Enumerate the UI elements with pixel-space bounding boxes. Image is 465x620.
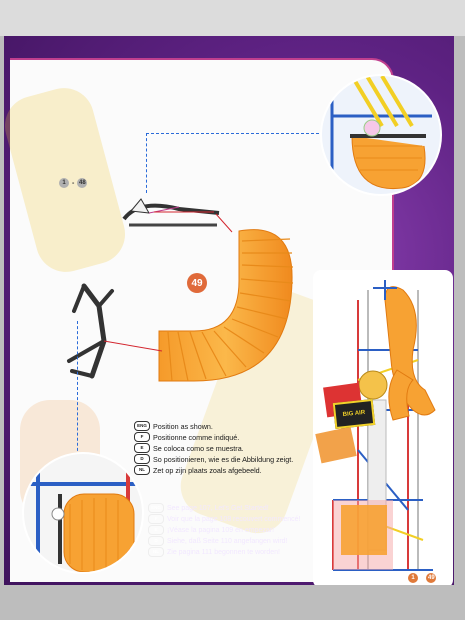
assembly-guide-lines [103, 211, 233, 352]
part-range-separator: - [72, 179, 75, 187]
clamp-bracket-illustration [122, 198, 220, 227]
scan-top-margin [0, 0, 465, 36]
see-page-line-nl: NL Zie pagina 111 begonnen te worden! [148, 547, 280, 557]
zoom-detail-top [320, 74, 442, 196]
instruction-line-nl: NL Zet op zijn plaats zoals afgebeeld. [134, 465, 262, 475]
clip-connector-illustration [67, 283, 114, 379]
step-number: 49 [187, 273, 207, 293]
blue-guide-line [77, 321, 78, 461]
model-range-end: 49 [426, 573, 437, 583]
flexible-tube-illustration [158, 229, 294, 382]
part-range-start: 1 [59, 178, 69, 188]
see-page-line-f: F Voir que la page 108 recouvert commenc… [148, 514, 300, 524]
see-page-line-eng: ENG See page 107, Let's Get Started! [148, 503, 269, 513]
model-range-badge: 1 - 49 [408, 573, 437, 583]
scan-bottom-margin [0, 585, 465, 620]
model-range-start: 1 [408, 573, 418, 583]
instruction-line-eng: ENG Position as shown. [134, 421, 213, 431]
zoom-detail-bottom [22, 452, 144, 574]
manual-page: 1 - 48 49 [4, 36, 454, 585]
big-air-logo: BIG AIR [332, 398, 376, 430]
instruction-line-d: D So positionieren, wie es die Abbildung… [134, 454, 293, 464]
completed-model-panel [313, 270, 453, 585]
part-range-end: 48 [77, 178, 88, 188]
model-range-separator: - [421, 574, 424, 582]
instruction-line-e: E Se coloca como se muestra. [134, 443, 244, 453]
see-page-line-d: D Siehe, daß Seite 110 angefangen wird! [148, 536, 288, 546]
blue-guide-line [146, 133, 147, 193]
part-range-badge: 1 - 48 [59, 178, 88, 188]
see-page-line-e: E ¡Véase la pagina 109 en empezar! [148, 525, 274, 535]
instruction-line-f: F Positionne comme indiqué. [134, 432, 239, 442]
blue-guide-line [146, 133, 334, 134]
